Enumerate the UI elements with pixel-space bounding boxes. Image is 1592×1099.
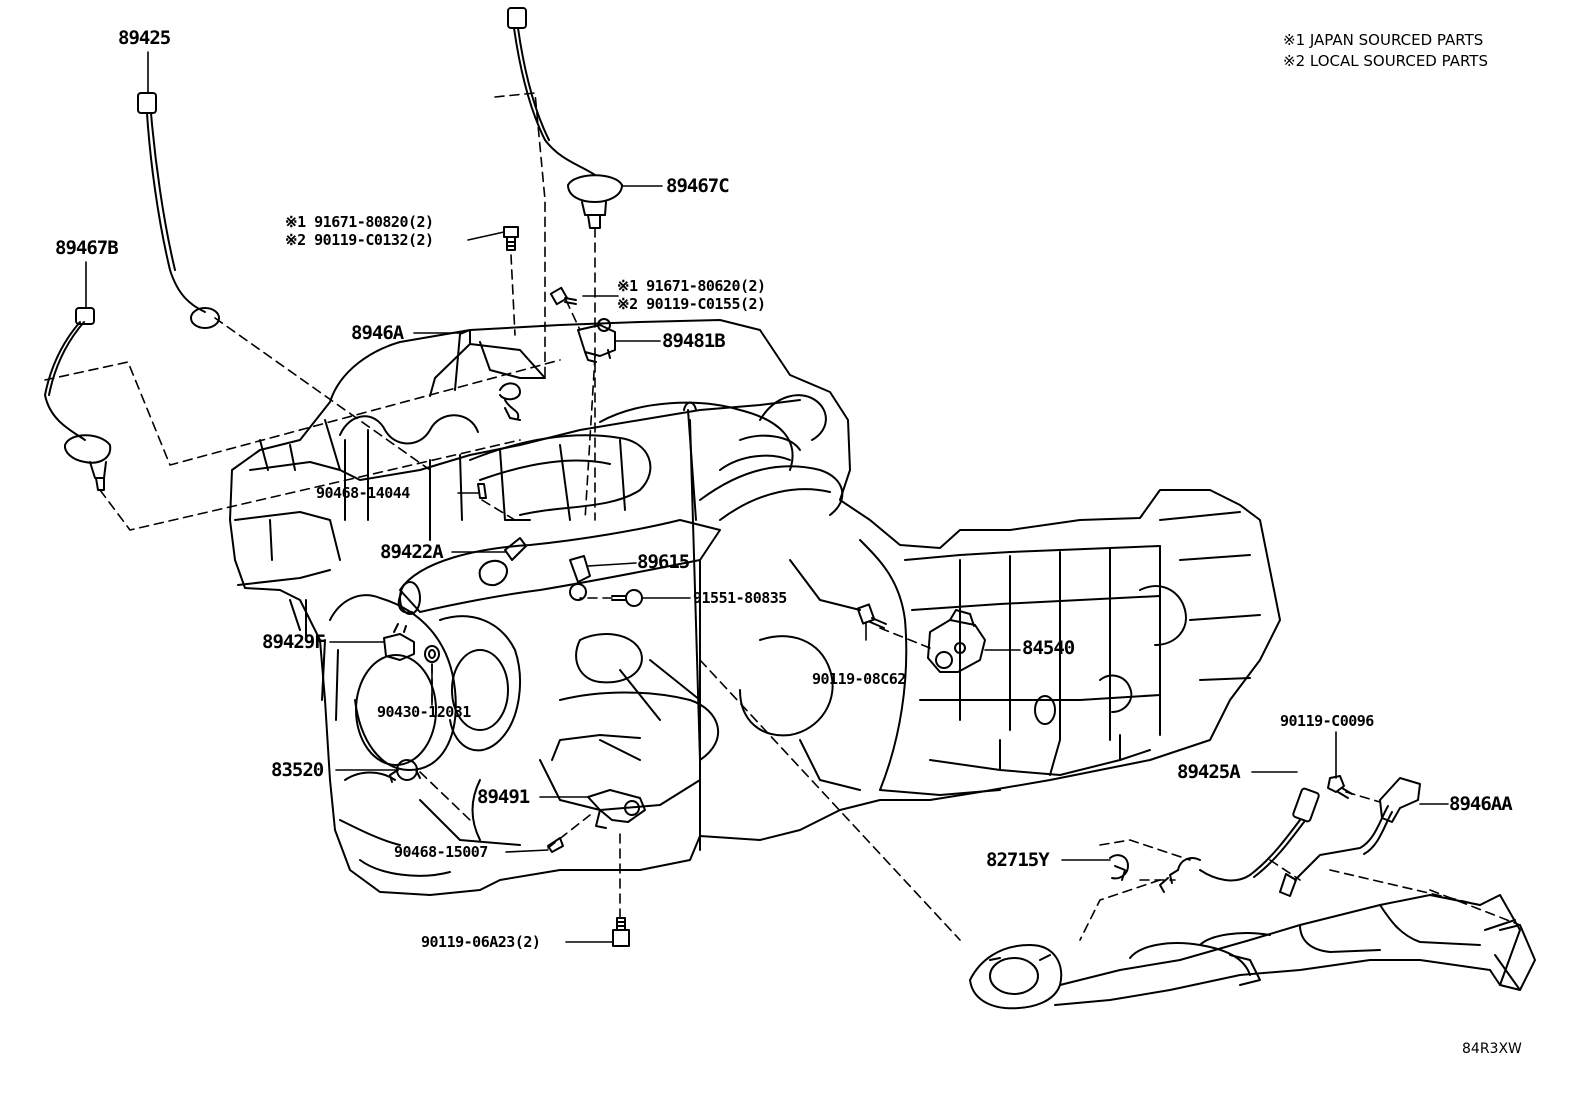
part-label-90468-15007: 90468-15007 bbox=[394, 843, 488, 861]
part-label-90119-06a23: 90119-06A23(2) bbox=[421, 933, 541, 951]
legend: ※1 JAPAN SOURCED PARTS ※2 LOCAL SOURCED … bbox=[1283, 30, 1488, 72]
sensor-89491-drawing bbox=[587, 789, 646, 829]
part-label-90119-08c62: 90119-08C62 bbox=[812, 670, 906, 688]
bracket-8946a-drawing bbox=[429, 329, 546, 421]
sensor-89615-drawing bbox=[569, 555, 591, 601]
sensor-89425-drawing bbox=[137, 92, 220, 329]
part-label-8946a: 8946A bbox=[351, 322, 404, 344]
clip-82715y-drawing bbox=[1109, 854, 1129, 881]
part-label-89422a: 89422A bbox=[380, 541, 444, 563]
gasket-90430-12031-drawing bbox=[424, 645, 440, 663]
part-label-89467c: 89467C bbox=[666, 175, 730, 197]
part-label-90119-c0096: 90119-C0096 bbox=[1280, 712, 1374, 730]
leader-lines bbox=[85, 51, 1449, 943]
part-label-91671-80620: ※1 91671-80620(2) bbox=[617, 277, 766, 295]
clip-90468-15007-drawing bbox=[547, 837, 564, 853]
part-label-83520: 83520 bbox=[271, 759, 324, 781]
part-label-90119-c0132: ※2 90119-C0132(2) bbox=[285, 231, 434, 249]
sensor-89422a-drawing bbox=[478, 537, 527, 587]
bolt-91551-80835-drawing bbox=[611, 589, 643, 607]
part-label-82715y: 82715Y bbox=[986, 849, 1050, 871]
part-label-89481b: 89481B bbox=[662, 330, 726, 352]
bolt-91671-80620-drawing bbox=[549, 286, 577, 306]
sensor-89467b-drawing bbox=[44, 307, 112, 491]
sensor-89467c-drawing bbox=[507, 7, 623, 229]
part-label-91551-80835: 91551-80835 bbox=[693, 589, 787, 607]
part-label-90468-14044: 90468-14044 bbox=[316, 484, 410, 502]
bolt-91671-80820-drawing bbox=[503, 226, 519, 251]
bracket-8946aa-drawing bbox=[1279, 777, 1421, 897]
part-label-89467b: 89467B bbox=[55, 237, 119, 259]
part-label-90430-12031: 90430-12031 bbox=[377, 703, 471, 721]
part-label-89429f: 89429F bbox=[262, 631, 326, 653]
bolt-90119-c0096-drawing bbox=[1327, 775, 1353, 799]
legend-japan-sourced: ※1 JAPAN SOURCED PARTS bbox=[1283, 31, 1484, 49]
assembly-dashed-lines bbox=[44, 92, 1521, 941]
part-label-89425a: 89425A bbox=[1177, 761, 1241, 783]
part-label-89615: 89615 bbox=[637, 551, 690, 573]
bolt-90468-14044-drawing bbox=[477, 483, 487, 499]
bolt-90119-08c62-drawing bbox=[856, 603, 887, 629]
sensor-89429f-drawing bbox=[383, 623, 415, 661]
sensor-89425a-drawing bbox=[1159, 787, 1320, 893]
bolt-90119-06a23-drawing bbox=[612, 917, 630, 947]
engine-assembly-drawing bbox=[229, 319, 1281, 896]
exhaust-pipe-drawing bbox=[969, 894, 1536, 1010]
part-label-91671-80820: ※1 91671-80820(2) bbox=[285, 213, 434, 231]
part-label-89491: 89491 bbox=[477, 786, 530, 808]
diagram-code: 84R3XW bbox=[1462, 1041, 1522, 1057]
part-label-84540: 84540 bbox=[1022, 637, 1075, 659]
part-label-8946aa: 8946AA bbox=[1449, 793, 1513, 815]
valve-84540-drawing bbox=[927, 609, 986, 673]
part-label-90119-c0155: ※2 90119-C0155(2) bbox=[617, 295, 766, 313]
sensor-89481b-drawing bbox=[577, 318, 616, 363]
part-label-89425: 89425 bbox=[118, 27, 171, 49]
legend-local-sourced: ※2 LOCAL SOURCED PARTS bbox=[1283, 52, 1488, 70]
